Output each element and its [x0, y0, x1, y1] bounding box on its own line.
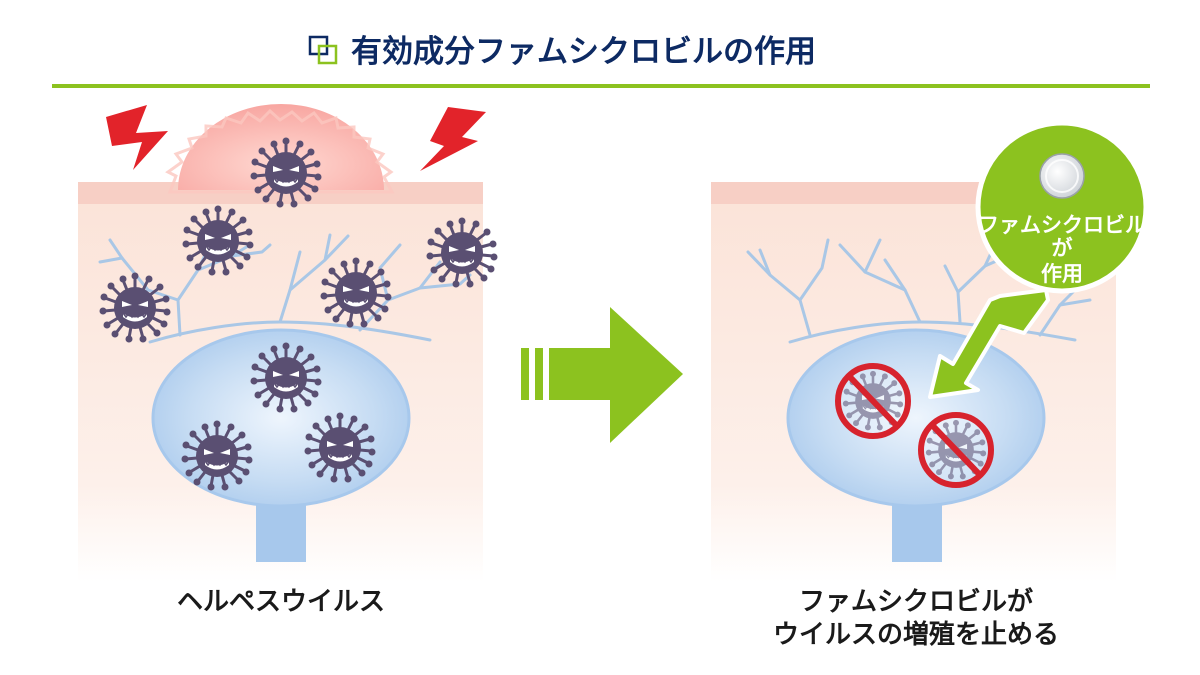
lightning-icon: [106, 105, 168, 170]
lightning-icon: [420, 107, 486, 171]
title-square-icon: [308, 35, 338, 65]
drug-callout: ファムシクロビル が 作用: [975, 120, 1149, 294]
arrow-right-icon: [521, 307, 683, 443]
left-caption: ヘルペスウイルス: [177, 587, 385, 617]
prohibit-icon: [838, 366, 908, 436]
page-title: 有効成分ファムシクロビルの作用: [351, 34, 816, 70]
nerve-network: [746, 236, 1092, 344]
left-panel: ヘルペスウイルス: [78, 104, 499, 617]
callout-particle: が: [1052, 236, 1073, 260]
right-caption-line1: ファムシクロビルが: [799, 586, 1033, 617]
prohibit-icon: [921, 415, 991, 485]
callout-drug-name: ファムシクロビル: [978, 213, 1146, 237]
tablet-icon: [1039, 153, 1085, 199]
inflammation-bump: [165, 104, 395, 194]
right-caption-line2: ウイルスの増殖を止める: [773, 619, 1059, 650]
right-panel: ファムシクロビル が 作用 ファムシクロビルが ウイルスの増殖を止める: [711, 120, 1149, 650]
callout-action: 作用: [1041, 262, 1083, 286]
action-arrow: [928, 288, 1050, 399]
title-underline: [52, 84, 1150, 88]
